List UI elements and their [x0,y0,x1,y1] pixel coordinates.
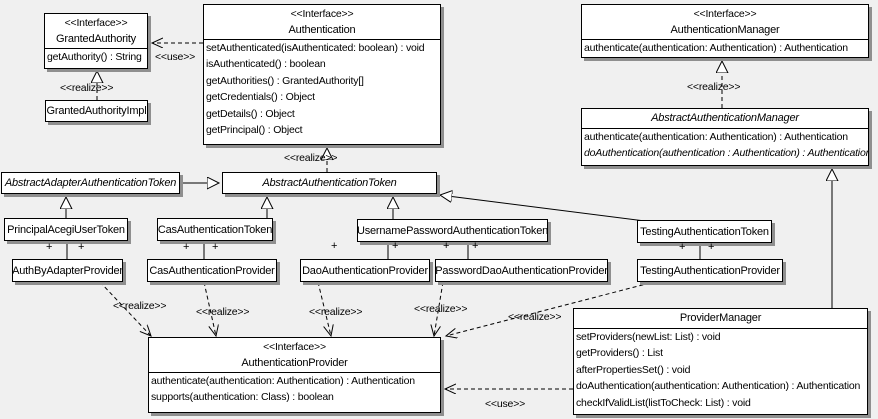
class-abstract-authentication-manager: AbstractAuthenticationManager authentica… [581,108,869,166]
method-list: authenticate(authentication: Authenticat… [582,128,868,162]
realize-label: <<realize>> [414,303,468,315]
method: getAuthority() : String [47,51,142,63]
abstract-method: doAuthentication(authentication : Authen… [584,147,868,160]
method: setProviders(newList: List) : void [576,331,721,343]
class-testing-authentication-provider: TestingAuthenticationProvider [637,259,783,282]
class-header: <<Interface>> Authentication [204,5,440,39]
method: getProviders() : List [576,347,663,360]
generalize-edge-testing-token [440,195,646,222]
class-authentication-provider: <<Interface>> AuthenticationProvider aut… [148,337,441,413]
association-end-label: + [392,240,399,252]
method: doAuthentication(authentication: Authent… [576,380,861,393]
class-name: AbstractAuthenticationManager [651,112,799,124]
class-auth-by-adapter-provider: AuthByAdapterProvider [12,259,123,282]
class-name: PrincipalAcegiUserToken [7,223,125,236]
association-end-label: + [708,241,715,253]
association-end-label: + [472,240,479,252]
association-end-label: + [183,241,190,253]
class-authentication: <<Interface>> Authentication setAuthenti… [203,4,441,145]
association-end-label: + [679,241,686,253]
class-name: Authentication [288,24,356,36]
class-authentication-manager: <<Interface>> AuthenticationManager auth… [581,4,869,58]
class-cas-authentication-provider: CasAuthenticationProvider [147,259,277,282]
class-name: AuthByAdapterProvider [12,264,123,277]
method: getAuthorities() : GrantedAuthority[] [206,74,364,87]
method-list: authenticate(authentication: Authenticat… [149,372,440,406]
class-name: AuthenticationProvider [241,357,348,369]
class-header: <<Interface>> GrantedAuthority [45,14,147,48]
class-testing-authentication-token: TestingAuthenticationToken [637,220,772,243]
class-name: PasswordDaoAuthenticationProvider [435,264,608,277]
realize-label: <<realize>> [309,306,363,318]
class-abstract-authentication-token: AbstractAuthenticationToken [222,172,437,194]
association-end-label: + [78,241,85,253]
class-dao-authentication-provider: DaoAuthenticationProvider [300,259,430,282]
method: authenticate(authentication: Authenticat… [584,131,848,143]
class-name: AbstractAdapterAuthenticationToken [4,177,177,189]
method: getDetails() : Object [206,107,295,120]
class-cas-authentication-token: CasAuthenticationToken [157,218,273,241]
class-name: TestingAuthenticationProvider [640,264,780,277]
stereotype-label: <<Interface>> [693,8,757,20]
realize-label: <<realize>> [284,152,338,164]
method: afterPropertiesSet() : void [576,363,691,376]
association-end-label: + [331,240,338,252]
stereotype-label: <<Interface>> [263,341,326,353]
method: isAuthenticated() : boolean [206,58,326,71]
class-name: TestingAuthenticationToken [640,225,769,238]
stereotype-label: <<Interface>> [290,8,354,20]
realize-edge-daoauthenticationprovider [317,281,331,336]
stereotype-label: <<Interface>> [64,17,128,29]
use-label: <<use>> [485,398,526,410]
class-name: CasAuthenticationToken [157,223,273,236]
method: supports(authentication: Class) : boolea… [151,391,334,404]
class-password-dao-authentication-provider: PasswordDaoAuthenticationProvider [435,259,608,282]
realize-label: <<realize>> [113,300,167,312]
method-list: setAuthenticated(isAuthenticated: boolea… [204,39,440,138]
realize-label: <<realize>> [196,306,250,318]
use-label: <<use>> [155,51,196,63]
realize-edge-authbyadapterprovider [99,281,151,336]
class-principal-acegi-user-token: PrincipalAcegiUserToken [4,218,128,241]
class-username-password-authentication-token: UsernamePasswordAuthenticationToken [357,219,548,242]
method: getPrincipal() : Object [206,124,303,137]
association-end-label: + [46,241,53,253]
realize-edge-casauthenticationprovider [203,281,216,336]
class-header: <<Interface>> AuthenticationProvider [149,338,440,372]
method: setAuthenticated(isAuthenticated: boolea… [206,42,425,54]
class-provider-manager: ProviderManager setProviders(newList: Li… [573,308,868,415]
class-name: UsernamePasswordAuthenticationToken [357,224,548,237]
class-name: AbstractAuthenticationToken [262,177,397,189]
method: checkIfValidList(listToCheck: List) : vo… [576,396,751,409]
association-end-label: + [443,240,450,252]
realize-label: <<realize>> [508,311,562,323]
realize-label: <<realize>> [687,81,741,93]
class-name: AuthenticationManager [670,24,780,36]
realize-edge-testingauthenticationprovider [446,282,651,336]
method-list: authenticate(authentication: Authenticat… [582,39,868,56]
class-granted-authority: <<Interface>> GrantedAuthority getAuthor… [44,13,148,69]
class-name: GrantedAuthorityImpl [46,105,147,117]
class-name: ProviderManager [679,312,762,324]
realize-label: <<realize>> [60,82,114,94]
association-end-label: + [212,241,219,253]
method: authenticate(authentication: Authenticat… [151,375,415,387]
class-name: DaoAuthenticationProvider [302,264,428,277]
class-granted-authority-impl: GrantedAuthorityImpl [45,100,148,122]
class-name: GrantedAuthority [56,33,136,45]
realize-edge-passworddaoauthenticationprovider [434,281,444,336]
method: getCredentials() : Object [206,91,315,104]
class-name: CasAuthenticationProvider [149,264,275,277]
class-abstract-adapter-authentication-token: AbstractAdapterAuthenticationToken [1,172,180,194]
method: authenticate(authentication: Authenticat… [584,42,848,54]
method-list: setProviders(newList: List) : void getPr… [574,328,867,411]
method-list: getAuthority() : String [45,48,147,65]
class-header: <<Interface>> AuthenticationManager [582,5,868,39]
